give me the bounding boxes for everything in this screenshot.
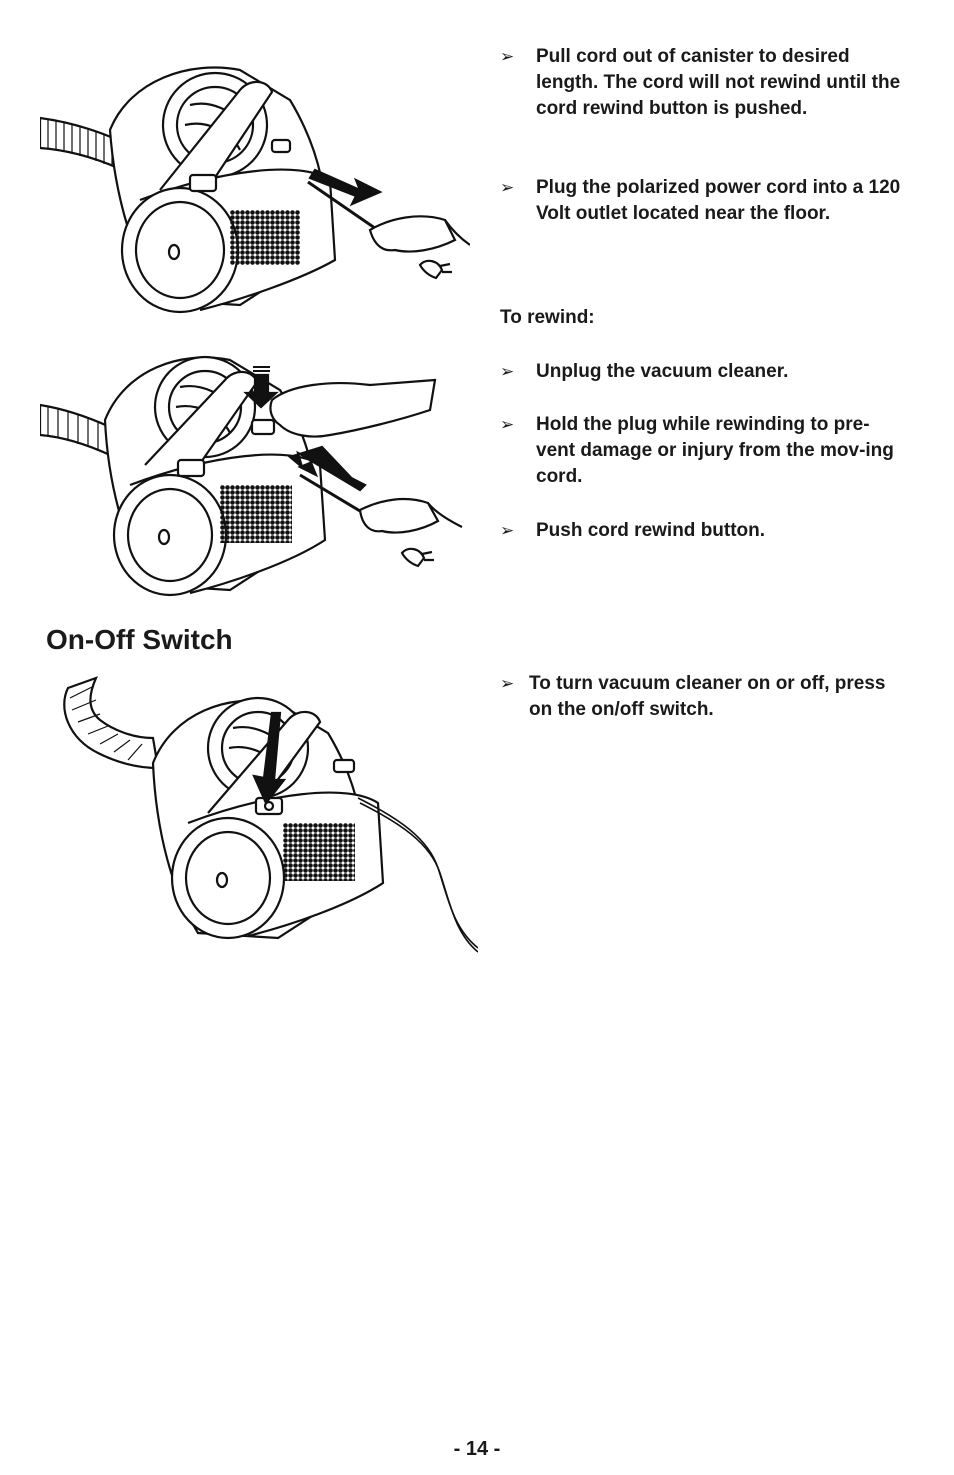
bullet-arrow: ➢ [500,362,515,381]
press-arrow [252,711,287,806]
power-cord [307,180,386,237]
cord-rewind-illustration [40,355,463,597]
bullet-arrow: ➢ [500,178,515,197]
step-text: Push cord rewind button. [536,520,766,541]
plug [418,259,444,280]
on-off-illustration [63,676,478,953]
bullet-arrow: ➢ [500,674,515,693]
bullet-arrow: ➢ [500,415,515,434]
hand [368,215,457,253]
on-off-step-1: ➢ To turn vacuum cleaner on or off, pres… [500,671,910,723]
bullet-arrow: ➢ [500,521,515,540]
direction-arrow [308,168,383,207]
cord-pull-illustration [40,66,470,314]
step-text: Hold the plug while rewinding to pre-ven… [536,414,894,487]
carry-handle [159,80,274,201]
step-text: Pull cord out of canister to desired len… [536,46,901,119]
rewind-step-2: ➢ Hold the plug while rewinding to pre-v… [500,412,895,490]
press-arrow [243,373,279,409]
hose [63,676,160,770]
rewind-heading: To rewind: [500,307,595,328]
section-title-on-off: On-Off Switch [46,624,233,655]
bullet-arrow: ➢ [500,47,515,66]
vent-grille [230,210,300,265]
page-number: - 14 - [453,1438,501,1460]
cord-pull-step-1: ➢ Pull cord out of canister to desired l… [500,44,910,122]
pressing-hand [269,378,437,438]
rewind-step-3: ➢ Push cord rewind button. [500,518,910,544]
step-text: Plug the polarized power cord into a 120… [536,177,901,224]
step-text: Unplug the vacuum cleaner. [536,361,789,382]
step-text: To turn vacuum cleaner on or off, press … [529,673,886,720]
hose [40,116,120,170]
cord-pull-step-2: ➢ Plug the polarized power cord into a 1… [500,175,910,227]
rewind-step-1: ➢ Unplug the vacuum cleaner. [500,359,910,385]
wheel [120,186,240,314]
